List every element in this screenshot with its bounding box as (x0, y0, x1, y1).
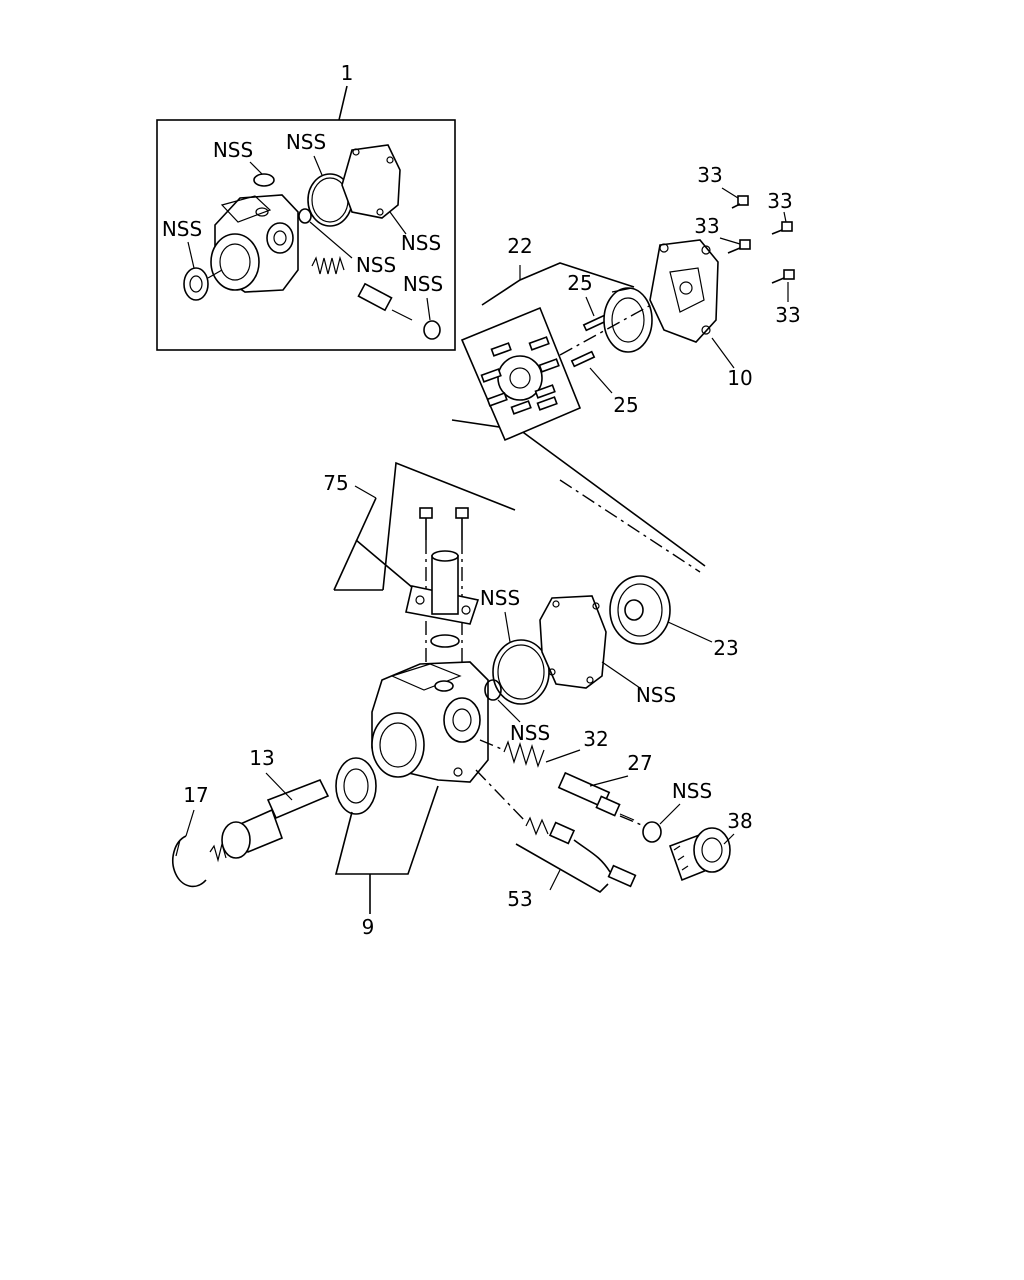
callout-23: 23 (713, 636, 738, 660)
inset-o-ring-top (253, 173, 275, 187)
rotor-kit-22: 22 (451, 234, 706, 567)
callout-13: 13 (249, 746, 274, 770)
callout-nss-main-1: NSS (480, 586, 520, 610)
callout-32: 32 (583, 727, 608, 751)
callout-53: 53 (507, 887, 532, 911)
callout-33-c: 33 (694, 214, 719, 238)
pressure-plate-10: 10 (649, 239, 753, 390)
o-ring-38-side: NSS (642, 779, 712, 843)
side-small-o-ring (484, 679, 502, 701)
inset-pump-body (210, 194, 299, 293)
callout-nss-inset-4: NSS (401, 231, 441, 255)
callout-10: 10 (727, 366, 752, 390)
inset-small-o-ring (298, 208, 312, 224)
pump-cover-23: 23 (609, 575, 739, 660)
bolt-75-left (419, 507, 433, 540)
callout-33-a: 33 (697, 163, 722, 187)
connector-group-75: 75 (323, 461, 516, 680)
callout-17: 17 (183, 783, 208, 807)
inset-gasket (341, 144, 401, 219)
fitting-38: 38 (668, 809, 753, 882)
callout-nss-main-4: NSS (672, 779, 712, 803)
callout-nss-inset-1: NSS (213, 138, 253, 162)
shaft-13: 13 (209, 746, 330, 863)
callout-nss-inset-5: NSS (356, 253, 396, 277)
rotor (497, 355, 543, 401)
callout-27: 27 (627, 751, 652, 775)
callout-33-d: 33 (775, 303, 800, 327)
side-large-o-ring (492, 639, 550, 705)
bolt-33-d (771, 269, 795, 284)
oil-seal-9: 9 (334, 757, 439, 939)
spring-32: 32 (503, 727, 609, 768)
main-pump-body (371, 661, 489, 783)
callout-33-b: 33 (767, 189, 792, 213)
callout-9: 9 (362, 915, 375, 939)
callout-nss-main-2: NSS (636, 683, 676, 707)
cam-ring (603, 287, 653, 353)
bolt-33-c (727, 239, 751, 254)
bolt-33-a (731, 195, 749, 209)
snap-ring-17: 17 (172, 783, 209, 888)
sensor-53: 53 (507, 816, 637, 911)
union-fitting (405, 550, 480, 625)
callout-nss-inset-2: NSS (286, 130, 326, 154)
o-ring-union (430, 634, 460, 648)
pins-25: 25 25 (567, 271, 638, 417)
inset-o-ring-valve (423, 320, 441, 340)
callout-1: 1 (341, 61, 354, 85)
bolt-33-b (771, 221, 793, 235)
callout-nss-main-3: NSS (510, 721, 550, 745)
side-gasket (539, 595, 607, 689)
assembly-1-inset: 1 (156, 61, 456, 351)
callout-38: 38 (727, 809, 752, 833)
bolts-33: 33 33 33 33 (694, 163, 800, 327)
callout-nss-inset-6: NSS (403, 272, 443, 296)
callout-nss-inset-3: NSS (162, 217, 202, 241)
callout-75: 75 (323, 471, 348, 495)
valve-27: 27 (557, 751, 653, 821)
inset-oil-seal (183, 267, 209, 301)
inset-spring-valve (311, 255, 413, 321)
vanes (480, 336, 560, 415)
callout-25-lower: 25 (613, 393, 638, 417)
callout-25-upper: 25 (567, 271, 592, 295)
bolt-75-right (455, 507, 469, 540)
callout-22: 22 (507, 234, 532, 258)
